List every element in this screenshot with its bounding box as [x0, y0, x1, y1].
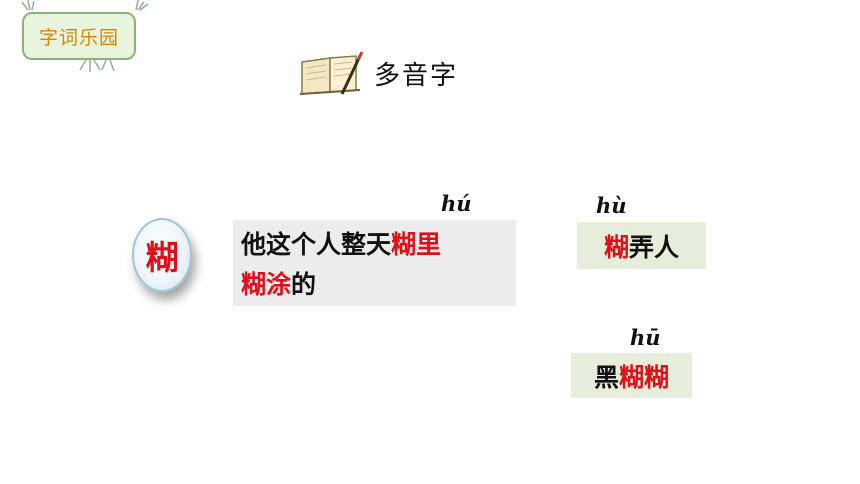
polyphonic-character: 糊 [132, 218, 192, 292]
section-badge: 字词乐园 [22, 12, 136, 60]
sentence-highlight-1: 糊里 [391, 230, 442, 259]
pinyin-hu1: hū [630, 325, 661, 350]
sentence-text-2: 的 [291, 270, 317, 299]
example-sentence: 他这个人整天糊里糊涂的 [233, 220, 516, 306]
sentence-text-1: 他这个人整天 [241, 230, 392, 259]
book-pen-icon [299, 51, 364, 95]
word1-text: 弄人 [629, 232, 680, 262]
character-glyph: 糊 [145, 238, 179, 277]
word-card-heihuhu: 黑糊糊 [571, 353, 692, 398]
sentence-highlight-2: 糊涂 [241, 270, 292, 299]
word2-prefix: 黑 [593, 362, 619, 392]
page-title: 多音字 [374, 60, 459, 91]
leaf-decoration-icon [21, 0, 149, 72]
pinyin-hu4: hù [596, 193, 627, 218]
pinyin-hu2: hú [441, 191, 472, 216]
word1-highlight: 糊 [603, 232, 629, 262]
section-badge-label: 字词乐园 [38, 26, 119, 49]
word2-highlight: 糊糊 [619, 362, 670, 392]
section-header: 多音字 [298, 48, 458, 98]
word-card-hunongren: 糊弄人 [577, 222, 706, 269]
